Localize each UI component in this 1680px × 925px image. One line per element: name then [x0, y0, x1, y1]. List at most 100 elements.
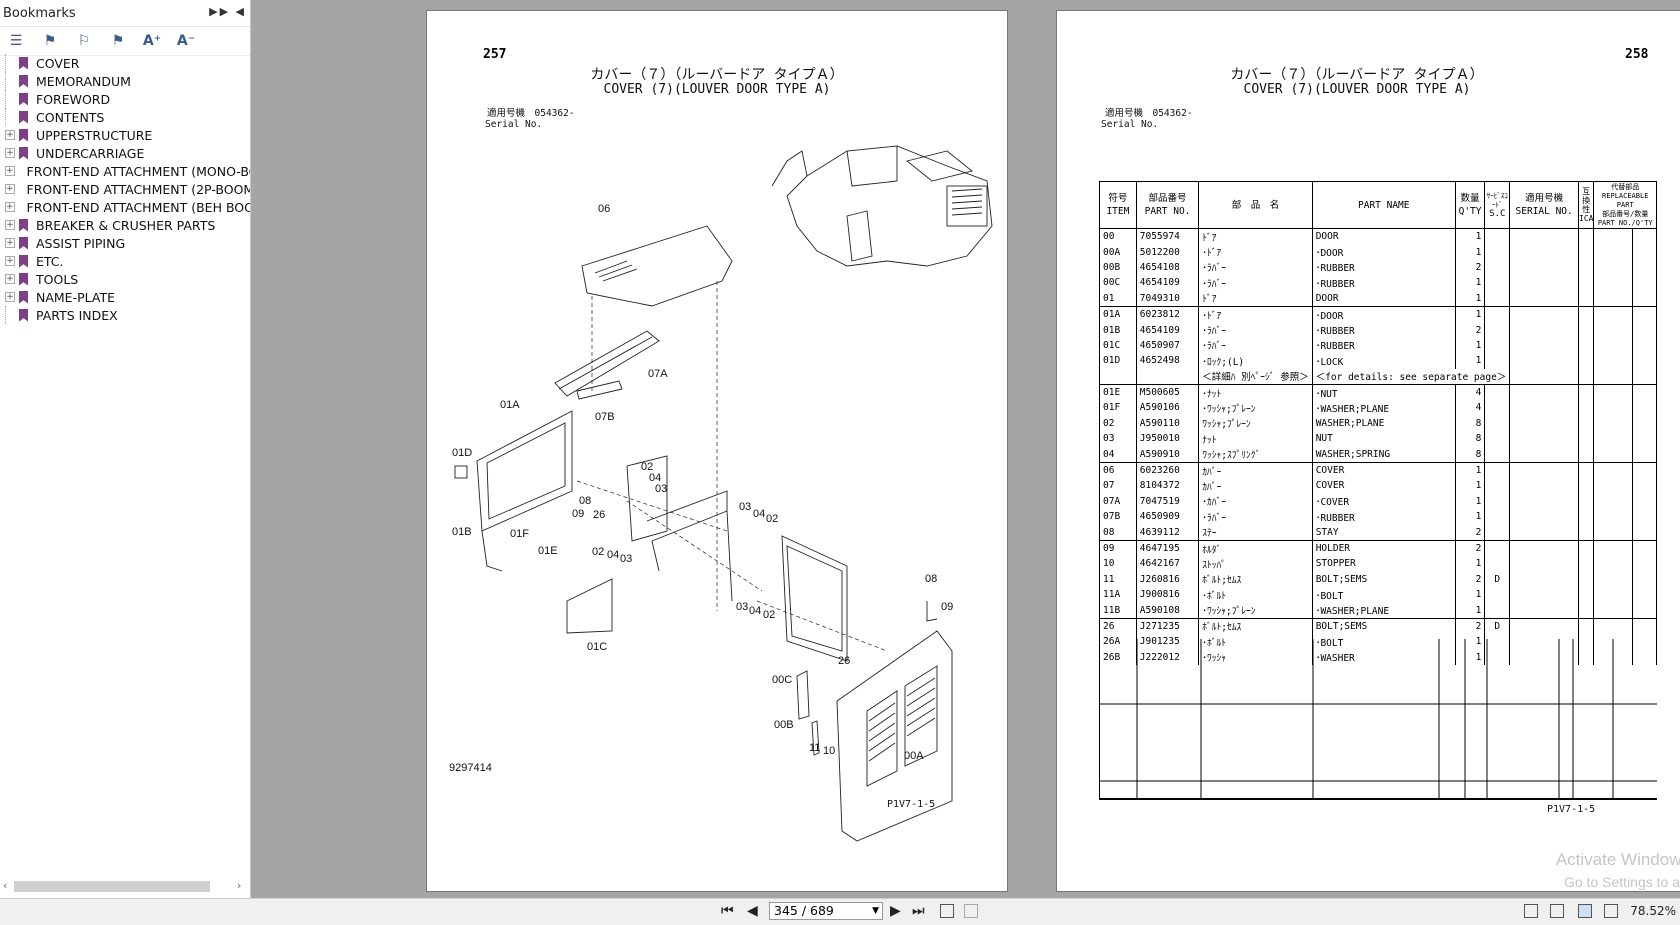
cell-name-jp: ･ﾎﾞﾙﾄ [1198, 586, 1313, 603]
expand-icon[interactable]: + [5, 202, 15, 212]
two-page-view-icon[interactable] [1578, 904, 1592, 918]
bookmark-item[interactable]: +FRONT-END ATTACHMENT (BEH BOO [0, 198, 250, 216]
bookmark-item[interactable]: COVER [0, 54, 250, 72]
cell-qty: 1 [1454, 586, 1486, 603]
bookmark-item[interactable]: +FRONT-END ATTACHMENT (2P-BOOM [0, 180, 250, 198]
cell-empty [1509, 353, 1580, 369]
prev-page-icon[interactable]: ◀ [747, 903, 758, 919]
cell-sc [1484, 493, 1511, 510]
bookmark-item[interactable]: PARTS INDEX [0, 306, 250, 324]
callout-08b: 08 [925, 573, 938, 585]
cell-part-name: ･LOCK [1311, 353, 1456, 369]
expand-bookmark-icon[interactable]: ⚑ [43, 33, 57, 49]
fit-width-icon[interactable] [964, 904, 978, 918]
two-page-continuous-icon[interactable] [1604, 904, 1618, 918]
cell-part-no: 4654108 [1135, 259, 1200, 276]
document-viewer[interactable]: 257 カバー（７）（ルーバードア タイプＡ） COVER (7)(LOUVER… [251, 0, 1680, 898]
cell-name-jp: ･ｶﾊﾞｰ [1198, 493, 1313, 510]
single-page-view-icon[interactable] [1524, 904, 1538, 918]
page-number-input[interactable]: 345 / 689 ▼ [769, 902, 883, 920]
bookmark-label: ETC. [36, 253, 64, 269]
cell-part-no [1135, 368, 1200, 385]
bookmark-item[interactable]: +ASSIST PIPING [0, 234, 250, 252]
cell-qty: 1 [1454, 244, 1486, 260]
cell-note-en: ＜for details: see separate page＞ [1311, 368, 1511, 385]
scroll-left-icon[interactable]: ‹ [3, 879, 8, 892]
continuous-view-icon[interactable] [1550, 904, 1564, 918]
cell-empty [1578, 259, 1595, 276]
cell-empty [1578, 524, 1595, 541]
cell-item: 11B [1099, 602, 1137, 619]
increase-text-size-icon[interactable]: A⁺ [142, 33, 162, 49]
expand-icon[interactable]: + [5, 256, 15, 266]
scrollbar-thumb[interactable] [14, 880, 210, 892]
cell-name-jp: ･ﾎﾞﾙﾄ [1198, 634, 1313, 650]
cell-note-jp: ＜詳細ﾊ 別ﾍﾟｰｼﾞ 参照＞ [1198, 368, 1313, 385]
expand-icon[interactable]: + [5, 184, 15, 194]
cell-empty [1509, 586, 1580, 603]
sidebar-horizontal-scrollbar[interactable]: ‹ › [0, 878, 250, 894]
cell-sc [1484, 400, 1511, 416]
find-bookmark-icon[interactable]: ⚑ [111, 33, 125, 49]
cell-empty [1632, 493, 1657, 510]
callout-01b: 01B [452, 526, 472, 538]
expand-icon[interactable]: + [5, 220, 15, 230]
callout-01d: 01D [452, 447, 473, 459]
bookmark-item[interactable]: +BREAKER & CRUSHER PARTS [0, 216, 250, 234]
bookmark-item[interactable]: MEMORANDUM [0, 72, 250, 90]
bookmark-item[interactable]: CONTENTS [0, 108, 250, 126]
cell-empty [1593, 478, 1634, 494]
cell-empty [1578, 461, 1595, 479]
cell-qty: 2 [1454, 322, 1486, 338]
bookmark-item[interactable]: +FRONT-END ATTACHMENT (MONO-BO [0, 162, 250, 180]
expand-icon[interactable]: + [5, 292, 15, 302]
cell-qty: 1 [1454, 275, 1486, 291]
first-page-icon[interactable]: ⏮ [721, 903, 734, 919]
expand-icon[interactable]: + [5, 274, 15, 284]
cell-part-no: 6023812 [1135, 305, 1200, 323]
bookmark-item[interactable]: +UPPERSTRUCTURE [0, 126, 250, 144]
next-page-icon[interactable]: ▶ [890, 903, 901, 919]
watermark-line2: Go to Settings to a [1564, 874, 1680, 890]
fit-page-icon[interactable] [940, 904, 954, 918]
cell-empty [1578, 228, 1595, 245]
expand-icon[interactable]: + [5, 148, 15, 158]
cell-qty: 1 [1454, 556, 1486, 572]
bookmark-item[interactable]: +NAME-PLATE [0, 288, 250, 306]
last-page-icon[interactable]: ⏭ [912, 903, 925, 919]
expand-icon[interactable]: + [5, 238, 15, 248]
panel-collapse-controls[interactable]: ▶▶ ◀ [209, 5, 246, 18]
expand-icon[interactable]: + [5, 166, 15, 176]
cell-qty: 2 [1454, 617, 1486, 635]
bookmark-options-icon[interactable]: ☰ [9, 33, 23, 49]
cell-sc [1484, 539, 1511, 557]
cell-empty [1509, 478, 1580, 494]
page-dropdown-icon[interactable]: ▼ [872, 906, 879, 916]
zoom-level[interactable]: 78.52% [1630, 904, 1676, 918]
bookmark-item[interactable]: +UNDERCARRIAGE [0, 144, 250, 162]
scroll-right-icon[interactable]: › [237, 879, 242, 892]
cell-empty [1578, 634, 1595, 650]
cell-item: 03 [1099, 431, 1137, 447]
bookmark-item[interactable]: + ETC. [0, 252, 250, 270]
collapse-bookmark-icon[interactable]: ⚐ [77, 33, 91, 49]
expand-icon[interactable]: + [5, 130, 15, 140]
cell-part-name: WASHER;SPRING [1311, 446, 1456, 463]
cell-empty [1578, 322, 1595, 338]
serial-english: Serial No. [1101, 119, 1159, 130]
cell-name-jp: ﾄﾞｱ [1198, 290, 1313, 307]
watermark-line1: Activate Windows [1555, 850, 1680, 869]
cell-name-jp: ﾜｯｼｬ;ﾌﾟﾚｰﾝ [1198, 415, 1313, 432]
decrease-text-size-icon[interactable]: A⁻ [176, 33, 196, 49]
bookmark-item[interactable]: FOREWORD [0, 90, 250, 108]
bookmark-item[interactable]: +TOOLS [0, 270, 250, 288]
cell-empty [1632, 400, 1657, 416]
cell-item: 00B [1099, 259, 1137, 276]
cell-empty [1632, 368, 1657, 385]
